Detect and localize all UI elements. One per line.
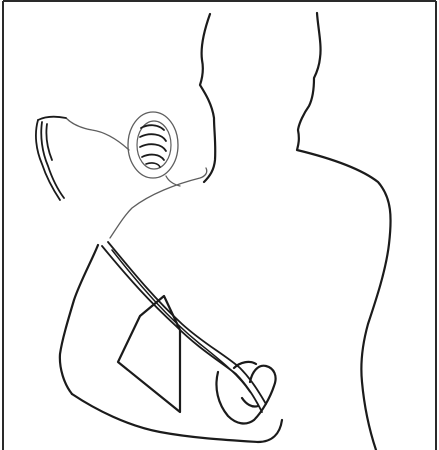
shoulder-contour <box>60 245 98 394</box>
forearm-outline <box>72 394 282 442</box>
hand-outline <box>216 362 275 424</box>
frame-border <box>3 1 436 450</box>
lead-wire <box>110 168 207 238</box>
electrode-probe <box>36 117 66 200</box>
probe-lead <box>66 118 129 150</box>
coil-device <box>128 112 178 178</box>
head-torso-outline <box>200 13 391 450</box>
